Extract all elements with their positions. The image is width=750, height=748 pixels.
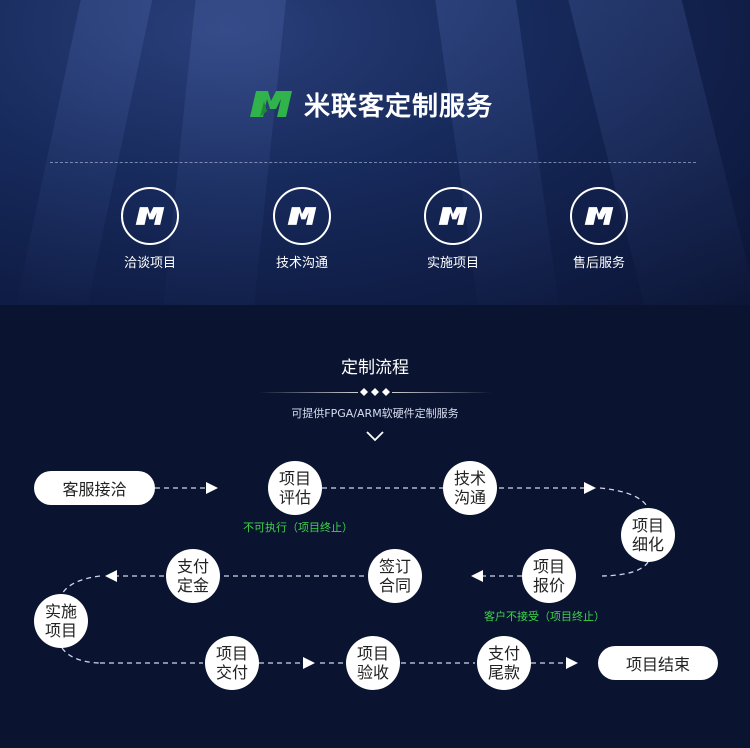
arrow-left-icon [471, 570, 483, 582]
service-tech-talk: 技术沟通 [252, 187, 352, 271]
step-deliver: 项目 交付 [205, 636, 259, 690]
chevron-down-icon [366, 431, 384, 442]
note-eval-reject: 不可执行（项目终止） [243, 521, 353, 534]
service-circle [424, 187, 482, 245]
arrow-right-icon [566, 657, 578, 669]
step-quote: 项目 报价 [522, 549, 576, 603]
flow-start: 客服接洽 [34, 471, 155, 505]
title-rule-left [258, 392, 358, 393]
m-logo-icon [438, 207, 468, 225]
m-logo-icon [584, 207, 614, 225]
flow-subtitle: 可提供FPGA/ARM软硬件定制服务 [291, 407, 459, 420]
arrow-right-icon [584, 482, 596, 494]
step-accept: 项目 验收 [346, 636, 400, 690]
step-contract: 签订 合同 [368, 549, 422, 603]
step-deposit: 支付 定金 [166, 549, 220, 603]
step-implement: 实施 项目 [34, 594, 88, 648]
step-eval: 项目 评估 [268, 461, 322, 515]
step-tech: 技术 沟通 [443, 461, 497, 515]
flow-title: 定制流程 [341, 358, 409, 378]
arrow-right-icon [206, 482, 218, 494]
brand-title: 米联客定制服务 [304, 91, 494, 122]
service-label: 洽谈项目 [123, 256, 176, 271]
service-label: 技术沟通 [275, 256, 328, 271]
arrow-right-icon [303, 657, 315, 669]
service-circle [273, 187, 331, 245]
service-implement: 实施项目 [403, 187, 503, 271]
m-logo-icon [135, 207, 165, 225]
service-label: 实施项目 [426, 256, 479, 271]
service-after-sales: 售后服务 [549, 187, 649, 271]
service-circle [121, 187, 179, 245]
brand-header: 米联客定制服务 [246, 86, 493, 122]
m-logo-icon [250, 91, 292, 117]
flow-end: 项目结束 [598, 646, 718, 680]
divider [50, 162, 696, 163]
step-refine: 项目 细化 [621, 508, 675, 562]
top-banner: 米联客定制服务 洽谈项目 技术沟通 实施项目 [0, 0, 750, 305]
service-circle [570, 187, 628, 245]
arrow-left-icon [105, 570, 117, 582]
step-final-payment: 支付 尾款 [477, 636, 531, 690]
service-label: 售后服务 [572, 256, 625, 271]
note-quote-reject: 客户不接受（项目终止） [484, 610, 605, 623]
service-negotiate: 洽谈项目 [100, 187, 200, 271]
m-logo-icon [287, 207, 317, 225]
diamond-ornament [360, 388, 390, 396]
